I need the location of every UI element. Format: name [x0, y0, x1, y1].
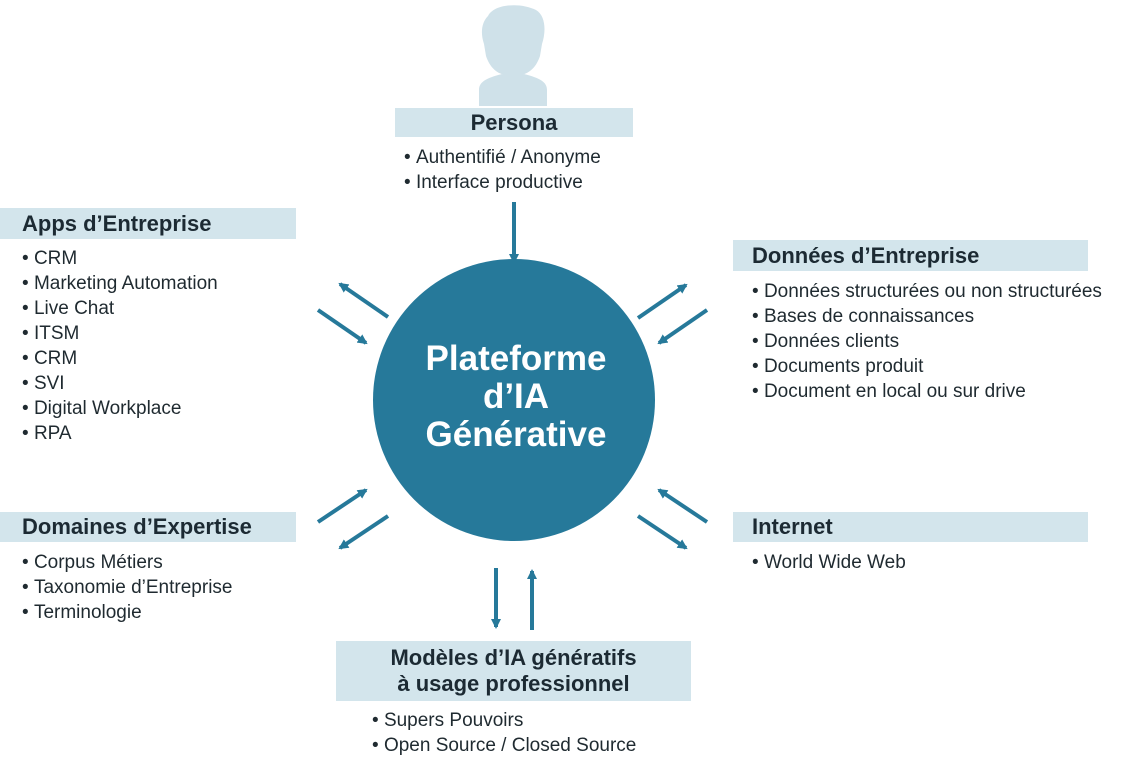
list-item: Digital Workplace [22, 396, 218, 421]
donnees-header: Données d’Entreprise [733, 240, 1088, 271]
platform-to-internet-arrow-icon [636, 514, 688, 550]
modeles-header-line-2: à usage professionnel [397, 671, 630, 696]
list-item: SVI [22, 371, 218, 396]
domaines-list: Corpus Métiers Taxonomie d’Entreprise Te… [22, 550, 233, 625]
list-item: Supers Pouvoirs [372, 708, 636, 733]
internet-header: Internet [733, 512, 1088, 542]
list-item: Interface productive [404, 170, 601, 195]
domaines-to-platform-arrow-icon [316, 488, 368, 524]
list-item: ITSM [22, 321, 218, 346]
list-item: World Wide Web [752, 550, 906, 575]
list-item: Marketing Automation [22, 271, 218, 296]
list-item: CRM [22, 346, 218, 371]
donnees-to-platform-arrow-icon [657, 308, 709, 345]
internet-list: World Wide Web [752, 550, 906, 575]
modeles-list: Supers Pouvoirs Open Source / Closed Sou… [372, 708, 636, 758]
internet-to-platform-arrow-icon [657, 488, 709, 524]
list-item: Taxonomie d’Entreprise [22, 575, 233, 600]
platform-to-domaines-arrow-icon [338, 514, 390, 550]
list-item: Authentifié / Anonyme [404, 145, 601, 170]
donnees-list: Données structurées ou non structurées B… [752, 279, 1102, 404]
list-item: Bases de connaissances [752, 304, 1102, 329]
platform-to-donnees-arrow-icon [636, 283, 688, 320]
list-item: CRM [22, 246, 218, 271]
list-item: Document en local ou sur drive [752, 379, 1102, 404]
list-item: Données clients [752, 329, 1102, 354]
list-item: Open Source / Closed Source [372, 733, 636, 758]
modeles-header: Modèles d’IA génératifs à usage professi… [336, 641, 691, 701]
apps-to-platform-arrow-icon [316, 308, 368, 345]
platform-to-apps-arrow-icon [338, 282, 390, 319]
apps-list: CRM Marketing Automation Live Chat ITSM … [22, 246, 218, 446]
persona-list: Authentifié / Anonyme Interface producti… [404, 145, 601, 195]
list-item: Documents produit [752, 354, 1102, 379]
persona-header: Persona [395, 108, 633, 137]
modeles-header-line-1: Modèles d’IA génératifs [390, 645, 637, 670]
persona-silhouette-icon [479, 5, 547, 106]
list-item: Terminologie [22, 600, 232, 625]
list-item: Corpus Métiers [22, 550, 232, 575]
list-item: Live Chat [22, 296, 218, 321]
list-item: Données structurées ou non structurées [752, 279, 1102, 304]
domaines-header: Domaines d’Expertise [0, 512, 296, 542]
apps-header: Apps d’Entreprise [0, 208, 296, 239]
central-circle [373, 259, 655, 541]
list-item: RPA [22, 421, 218, 446]
